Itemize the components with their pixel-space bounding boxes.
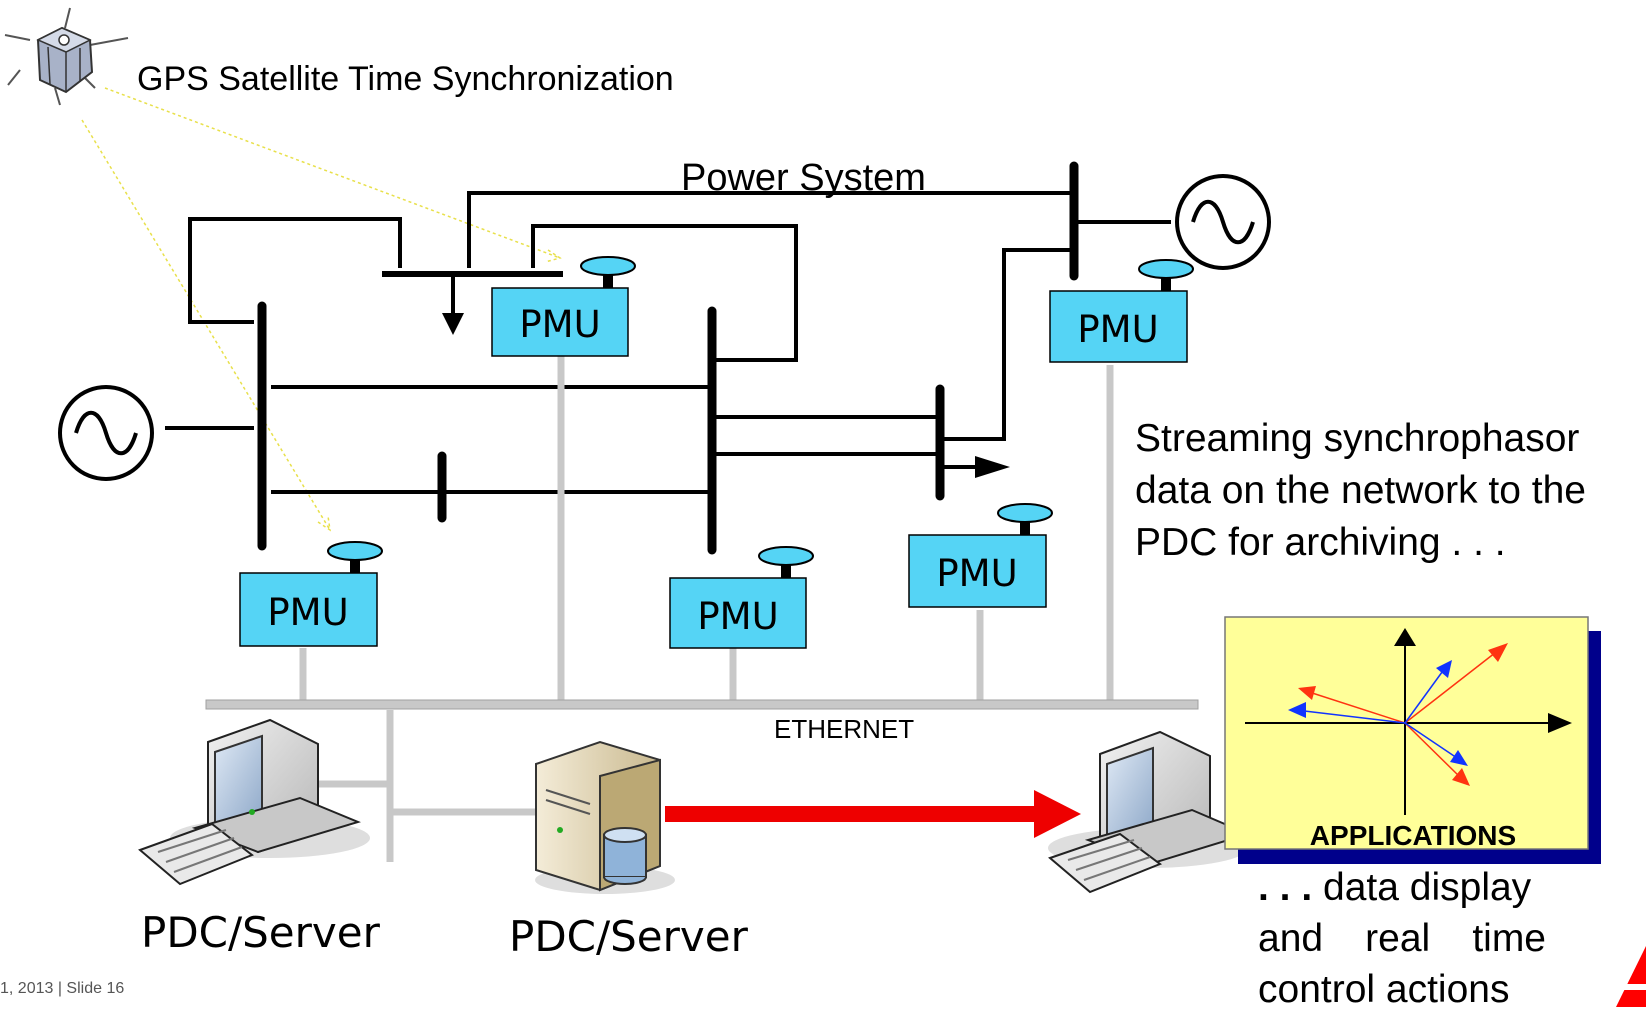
pmu-label: PMU [267,591,348,634]
phasor-plot [1245,628,1572,815]
ethernet-network [205,355,1199,862]
computer-right-icon [1048,730,1251,894]
server-left-label: PDC/Server [141,908,381,957]
pmu-bottom-right: PMU [908,503,1053,608]
applications-description: . . . data display and real time control… [1258,862,1558,1015]
streaming-description: Streaming synchrophasor data on the netw… [1135,413,1635,569]
pmu-top-right: PMU [1049,259,1194,363]
applications-line-1: . . . data display [1258,862,1558,913]
pmu-bottom-center: PMU [669,546,814,649]
slide-footer: 1, 2013 | Slide 16 [0,980,125,997]
brand-logo-icon [1616,946,1646,1007]
computer-left-icon [138,718,370,886]
applications-line-1-text: data display [1323,866,1532,909]
applications-panel: APPLICATIONS [1224,616,1601,864]
pmu-label: PMU [1077,308,1158,351]
applications-label: APPLICATIONS [1310,820,1516,851]
load-arrows [442,313,1010,478]
pmu-bottom-left: PMU [239,541,383,647]
gps-antenna-icon [1138,259,1194,279]
gps-antenna-icon [997,503,1053,523]
word: time [1472,917,1546,960]
applications-line-2: and real time [1258,913,1546,964]
streaming-line: PDC for archiving . . . [1135,521,1506,564]
word: real [1365,917,1431,960]
data-flow-arrow [665,790,1081,838]
ellipsis: . . . [1258,866,1313,909]
server-center-label: PDC/Server [509,912,749,961]
gps-satellite-label: GPS Satellite Time Synchronization [137,60,674,98]
server-center-icon [535,740,675,894]
database-icon [603,827,647,885]
gps-antenna-icon [758,546,814,566]
pmu-label: PMU [697,595,778,638]
ethernet-bus [205,699,1199,710]
power-system-label: Power System [681,157,926,199]
gps-sync-rays [81,87,562,532]
streaming-line: Streaming synchrophasor [1135,417,1580,460]
generator-right-icon [1175,174,1271,270]
applications-line-3: control actions [1258,968,1510,1011]
word: and [1258,917,1324,960]
power-lines [165,191,1171,494]
generator-left-icon [58,385,154,481]
pmu-label: PMU [519,303,600,346]
buses [257,161,1079,555]
pmu-top-center: PMU [491,256,636,357]
gps-antenna-icon [327,541,383,561]
pmu-label: PMU [936,552,1017,595]
streaming-line: data on the network to the [1135,469,1586,512]
ethernet-label: ETHERNET [774,714,914,744]
gps-antenna-icon [580,256,636,276]
gps-satellite-icon [4,7,129,106]
